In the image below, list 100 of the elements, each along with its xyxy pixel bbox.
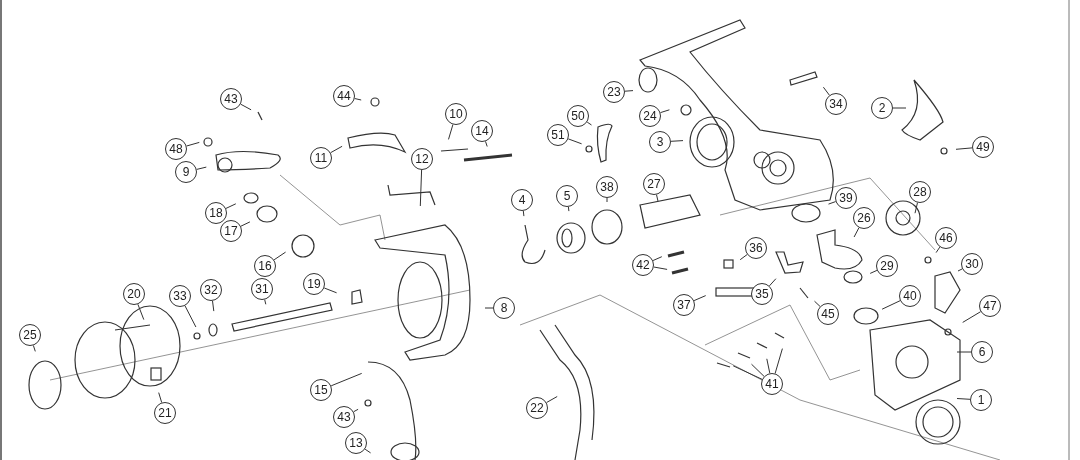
callout-number: 3	[649, 131, 671, 153]
leader-line	[656, 194, 659, 202]
callout-number: 48	[165, 138, 187, 160]
leader-line	[853, 227, 860, 238]
leader-line	[955, 147, 973, 150]
callout-number: 2	[871, 97, 893, 119]
leader-line	[32, 345, 36, 352]
leader-line	[956, 398, 971, 400]
callout-number: 30	[961, 253, 983, 275]
callout-number: 45	[817, 303, 839, 325]
callout-number: 4	[511, 189, 533, 211]
leader-line	[962, 311, 982, 323]
leader-line	[624, 90, 634, 92]
callout-number: 21	[154, 402, 176, 424]
callout-number: 49	[972, 136, 994, 158]
leader-line	[364, 448, 372, 454]
callout-number: 44	[333, 85, 355, 107]
callout-number: 32	[200, 279, 222, 301]
leader-line	[693, 295, 707, 302]
callout-number: 14	[471, 120, 493, 142]
callout-number: 37	[673, 294, 695, 316]
callout-number: 23	[603, 81, 625, 103]
leader-line	[184, 305, 197, 328]
callout-number: 8	[493, 297, 515, 319]
leader-line	[240, 221, 251, 227]
leader-line	[522, 210, 525, 217]
leader-line	[935, 246, 941, 254]
leader-line	[652, 256, 663, 261]
callout-number: 31	[251, 278, 273, 300]
leader-line	[448, 124, 454, 140]
leader-line	[484, 307, 494, 309]
callout-number: 15	[310, 379, 332, 401]
callout-number: 5	[556, 185, 578, 207]
callout-number: 43	[333, 406, 355, 428]
leader-line	[670, 140, 684, 142]
leader-line	[330, 372, 363, 387]
leader-line	[586, 121, 592, 126]
leader-line	[273, 251, 287, 261]
callout-number: 34	[825, 93, 847, 115]
callout-number: 33	[169, 285, 191, 307]
leader-line	[186, 141, 200, 147]
callout-number: 38	[596, 176, 618, 198]
leader-line	[606, 197, 608, 203]
leader-line	[240, 103, 252, 111]
leader-line	[330, 145, 343, 154]
callout-number: 19	[303, 273, 325, 295]
leader-line	[212, 300, 215, 312]
callout-number: 39	[835, 187, 857, 209]
callout-number: 10	[445, 103, 467, 125]
callout-number: 50	[567, 105, 589, 127]
callout-number: 9	[175, 161, 197, 183]
leader-line	[323, 287, 338, 294]
leader-line	[264, 299, 267, 305]
callout-number: 25	[19, 324, 41, 346]
leader-line	[137, 303, 145, 321]
callout-number: 6	[971, 341, 993, 363]
leader-line	[892, 107, 907, 109]
leader-line	[881, 300, 901, 310]
leader-line	[766, 358, 771, 374]
leader-line	[353, 408, 359, 413]
leader-line	[739, 254, 748, 261]
callout-number: 27	[643, 173, 665, 195]
leader-line	[828, 201, 837, 205]
callout-number: 17	[220, 220, 242, 242]
callout-number: 26	[853, 207, 875, 229]
leader-line	[660, 109, 670, 114]
callout-number: 41	[761, 373, 783, 395]
leader-line	[914, 202, 918, 214]
leader-line	[732, 365, 763, 380]
callout-number: 47	[979, 295, 1001, 317]
leader-line	[822, 86, 830, 96]
leader-line	[768, 278, 777, 287]
leader-line	[774, 348, 783, 374]
leader-line	[957, 268, 963, 272]
callout-number: 40	[899, 285, 921, 307]
leader-line	[751, 363, 765, 377]
callout-number: 46	[935, 227, 957, 249]
leader-line	[546, 396, 558, 403]
leader-line	[567, 206, 570, 212]
callout-number: 24	[639, 105, 661, 127]
callout-number: 1	[970, 389, 992, 411]
callout-number: 29	[876, 255, 898, 277]
callout-number: 13	[345, 432, 367, 454]
leader-line	[567, 138, 583, 145]
leader-line	[814, 300, 821, 307]
leader-line	[354, 98, 362, 101]
callout-number: 16	[254, 255, 276, 277]
callout-number: 42	[632, 254, 654, 276]
leader-line	[869, 269, 878, 274]
callout-number: 11	[310, 147, 332, 169]
callout-number: 18	[205, 202, 227, 224]
callout-number: 12	[411, 148, 433, 170]
leader-line	[419, 169, 423, 207]
leader-line	[158, 392, 163, 403]
leader-line	[225, 203, 237, 209]
callout-number: 51	[547, 124, 569, 146]
callout-number: 36	[745, 237, 767, 259]
callout-number: 43	[220, 88, 242, 110]
callout-number: 22	[526, 397, 548, 419]
leader-line	[485, 140, 488, 147]
